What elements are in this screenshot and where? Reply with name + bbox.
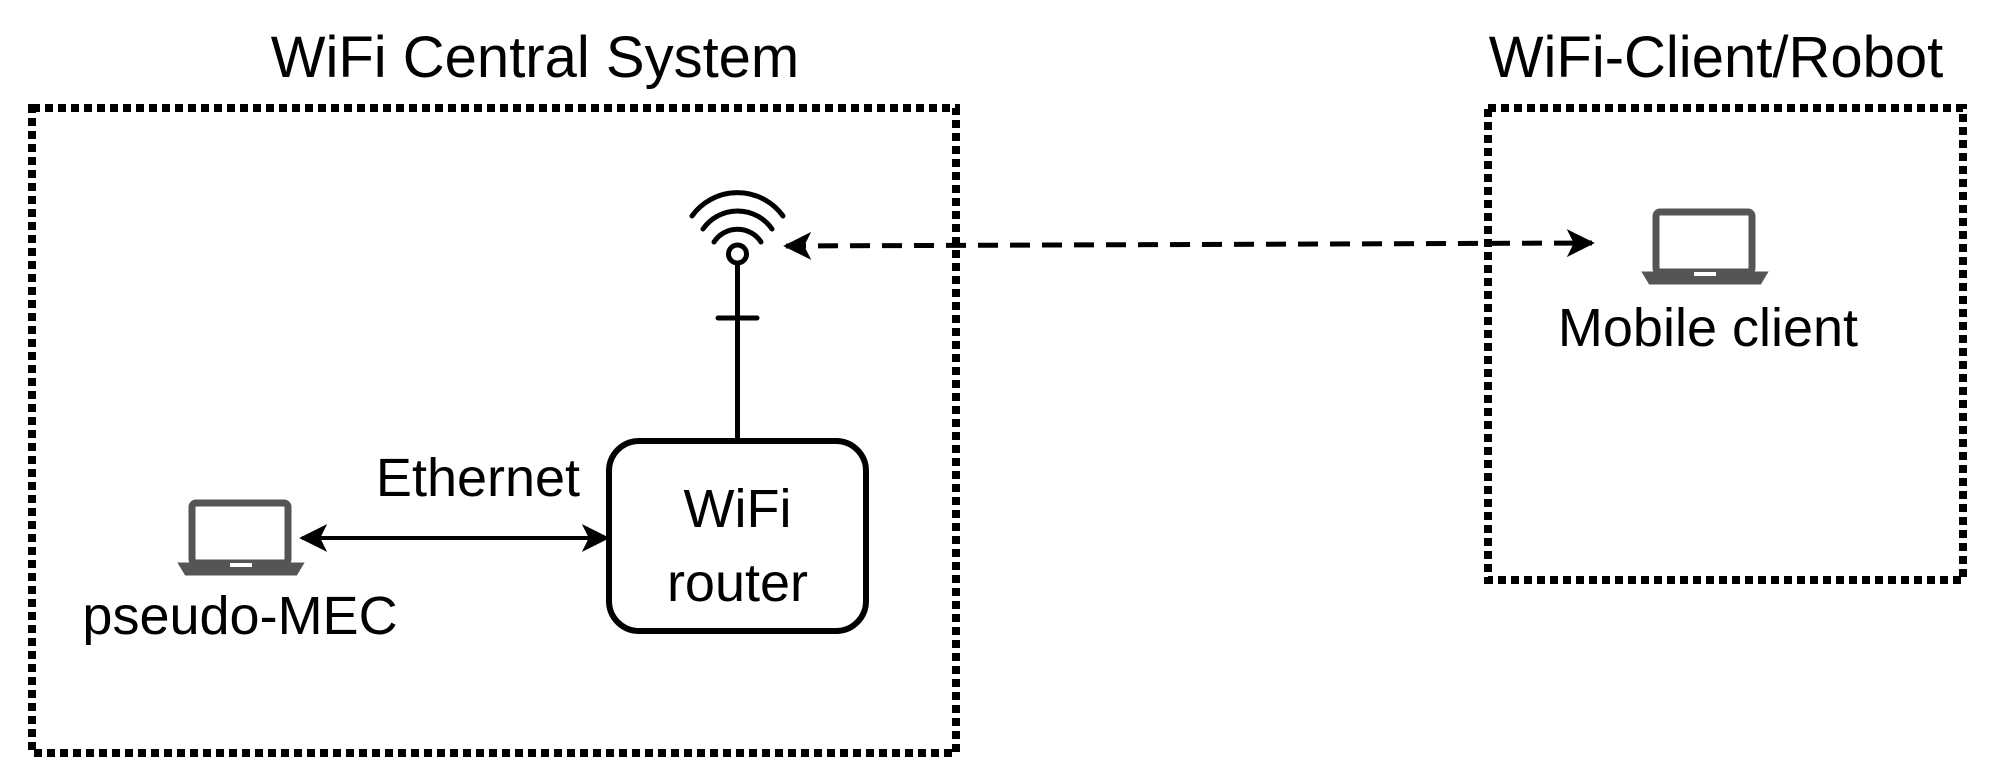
wifi-antenna-icon bbox=[689, 190, 786, 445]
central-system-group: WiFi Central System bbox=[28, 25, 960, 757]
client-robot-group: WiFi-Client/Robot bbox=[1484, 25, 1967, 584]
ethernet-label: Ethernet bbox=[376, 448, 580, 508]
wireless-link bbox=[783, 229, 1595, 260]
mobile-client-node: Mobile client bbox=[1558, 208, 1858, 358]
ethernet-link: Ethernet bbox=[299, 448, 610, 552]
router-label-line1: WiFi bbox=[684, 479, 792, 539]
pseudo-mec-label: pseudo-MEC bbox=[82, 586, 397, 646]
wireless-arrow bbox=[783, 229, 1595, 260]
laptop-icon bbox=[177, 499, 305, 576]
mobile-client-label: Mobile client bbox=[1558, 298, 1858, 358]
central-system-title: WiFi Central System bbox=[271, 25, 800, 90]
laptop-icon bbox=[1641, 208, 1769, 285]
central-system-boundary bbox=[28, 104, 960, 757]
wifi-router: WiFi router bbox=[606, 438, 869, 634]
client-robot-boundary bbox=[1484, 104, 1967, 584]
client-robot-title: WiFi-Client/Robot bbox=[1489, 25, 1943, 90]
router-label-line2: router bbox=[667, 553, 808, 613]
pseudo-mec-node: pseudo-MEC bbox=[82, 499, 398, 646]
